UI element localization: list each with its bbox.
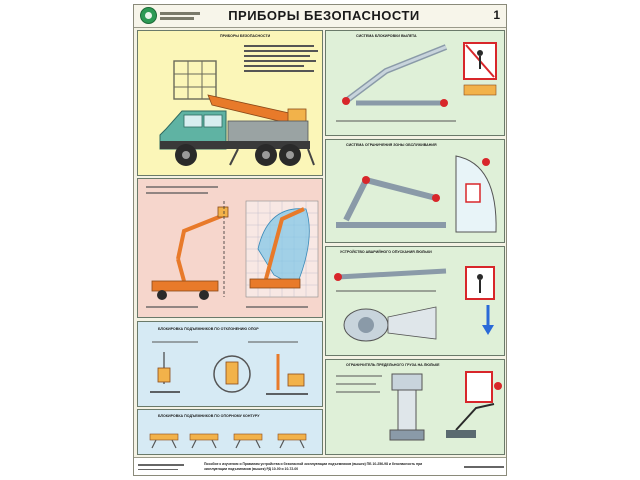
panel-emergency-heading: УСТРОЙСТВО АВАРИЙНОГО ОПУСКАНИЯ ЛЮЛЬКИ	[340, 250, 432, 254]
overload-limiter-illustration	[336, 371, 502, 441]
poster-header: ПРИБОРЫ БЕЗОПАСНОСТИ 1	[134, 5, 506, 28]
boom-system-illustration	[336, 42, 497, 122]
sheet-number: 1	[493, 8, 500, 22]
organization-logo-icon	[140, 7, 157, 24]
footer-meta-right	[464, 466, 504, 468]
panel-cage-zone: СИСТЕМА ОГРАНИЧЕНИЯ ЗОНЫ ОБСЛУЖИВАНИЯ	[325, 139, 505, 243]
note-line	[244, 50, 318, 52]
panel-outrigger-blocking: БЛОКИРОВКА ПОДЪЕМНИКОВ ПО ОПОРНОМУ КОНТУ…	[137, 409, 323, 455]
orientation-illustration	[150, 341, 308, 395]
panel-orientation-heading: БЛОКИРОВКА ПОДЪЕМНИКОВ ПО ОТКЛОНЕНИЮ ОПО…	[158, 327, 259, 331]
note-line	[244, 60, 316, 62]
note-line	[244, 70, 314, 72]
note-line	[244, 55, 310, 57]
panel-orientation-blocking: БЛОКИРОВКА ПОДЪЕМНИКОВ ПО ОТКЛОНЕНИЮ ОПО…	[137, 321, 323, 407]
footer-reference-text: Пособие к изучению и Правилам устройства…	[204, 462, 423, 471]
note-line	[244, 65, 304, 67]
panel-cage-zone-heading: СИСТЕМА ОГРАНИЧЕНИЯ ЗОНЫ ОБСЛУЖИВАНИЯ	[346, 143, 437, 147]
emergency-lowering-illustration	[334, 266, 495, 342]
panel-overload-limiter: ОГРАНИЧИТЕЛЬ ПРЕДЕЛЬНОГО ГРУЗА НА ЛЮЛЬКЕ	[325, 359, 505, 455]
footer-meta-lines	[138, 463, 184, 470]
organization-name-line	[160, 12, 200, 15]
panel-truck: ПРИБОРЫ БЕЗОПАСНОСТИ	[137, 30, 323, 176]
poster-title: ПРИБОРЫ БЕЗОПАСНОСТИ	[228, 8, 420, 23]
panel-outrigger-heading: БЛОКИРОВКА ПОДЪЕМНИКОВ ПО ОПОРНОМУ КОНТУ…	[158, 414, 260, 418]
panel-truck-heading: ПРИБОРЫ БЕЗОПАСНОСТИ	[220, 34, 271, 38]
note-line	[244, 45, 314, 47]
organization-name-line	[160, 17, 194, 20]
poster-footer: Пособие к изучению и Правилам устройства…	[134, 457, 506, 475]
outrigger-illustration	[149, 433, 307, 449]
panel-overload-heading: ОГРАНИЧИТЕЛЬ ПРЕДЕЛЬНОГО ГРУЗА НА ЛЮЛЬКЕ	[346, 363, 440, 367]
panel-emergency-lowering: УСТРОЙСТВО АВАРИЙНОГО ОПУСКАНИЯ ЛЮЛЬКИ	[325, 246, 505, 356]
cage-zone-illustration	[336, 155, 497, 233]
panel-reach-diagrams	[137, 178, 323, 318]
boom-reach-illustration	[146, 186, 319, 308]
panel-boom-system-heading: СИСТЕМА БЛОКИРОВКИ ВЫЛЕТА	[356, 34, 417, 38]
safety-poster: ПРИБОРЫ БЕЗОПАСНОСТИ 1 ПРИБОРЫ БЕЗОПАСНО…	[133, 4, 507, 476]
panel-boom-system: СИСТЕМА БЛОКИРОВКИ ВЫЛЕТА	[325, 30, 505, 136]
truck-illustration	[159, 60, 315, 166]
